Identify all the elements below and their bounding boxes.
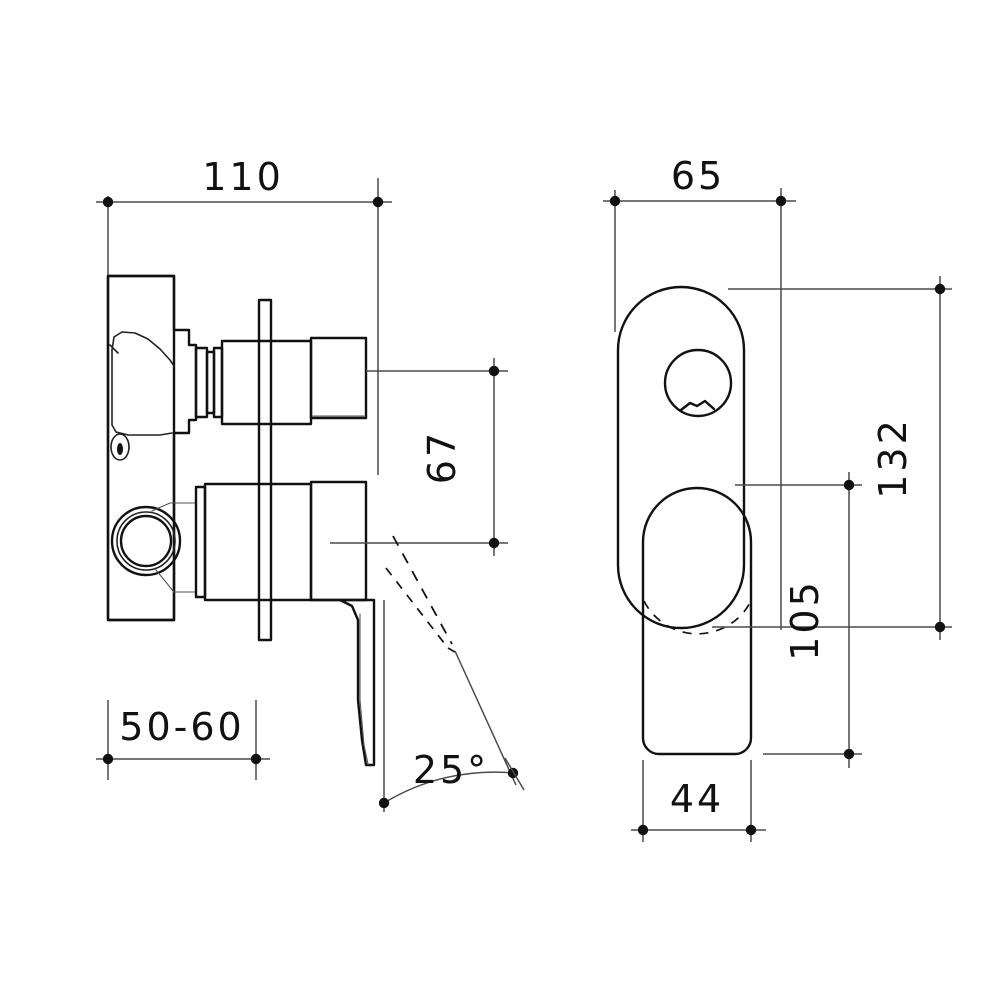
body-port-oval [110,433,130,461]
dim-dot-top-105 [843,479,855,491]
lever-hub-collar [194,485,207,599]
angle-tick-inclined [504,757,525,791]
dim-dot-right-44 [745,824,757,836]
dimension-depth-67: 67 [330,358,508,556]
dim-dot-left-44 [637,824,649,836]
dim-label-25deg: 25° [413,748,489,792]
body-silhouette [106,274,198,622]
angle-arc-25 [383,771,514,804]
dimension-plate-height-132: 132 [871,276,946,640]
lever-front-outline [641,486,753,756]
lever-hub-cap [309,480,368,602]
body-port-hole [117,443,123,455]
body-relief-lower [111,349,173,436]
dim-dot-top-132 [934,283,946,295]
wall-flange [257,298,273,642]
plate-bottom-hidden-arc [643,600,752,635]
dim-dot-right-5060 [250,753,262,765]
dim-label-132: 132 [871,417,915,499]
angle-leg-inclined [454,650,517,786]
dim-label-105: 105 [783,579,827,661]
knob-barrel [220,339,313,426]
dimension-wall-50-60: 50-60 [96,700,270,780]
diverter-leader-lower [155,569,197,593]
dimension-width-110: 110 [96,155,392,475]
lever-arm [309,598,376,767]
dim-label-65: 65 [671,154,725,198]
knob-cap [309,336,368,420]
dim-dot-right-65 [775,195,787,207]
ghost-lever-edge-outer [392,535,453,645]
dim-dot-left-5060 [102,753,114,765]
dim-dot-bottom-132 [934,621,946,633]
side-elevation-view: 110 [96,155,525,812]
body-relief-notch [109,344,119,354]
dim-dot-bottom-105 [843,748,855,760]
angle-dot-vertical [378,797,390,809]
dim-dot-left-110 [102,196,114,208]
dim-label-67: 67 [420,430,464,484]
body-relief-curve [111,331,175,367]
dimension-lever-width-44: 44 [631,760,766,842]
escutcheon-plate-outline [616,285,746,630]
dim-dot-bottom-67 [488,537,500,549]
diverter-button-notch [679,399,716,412]
dim-dot-left-65 [609,195,621,207]
dim-label-110: 110 [202,155,284,199]
lever-arm-inner-edge [359,613,369,765]
dim-dot-top-67 [488,365,500,377]
dim-dot-right-110 [372,196,384,208]
dim-label-5060: 50-60 [119,705,244,749]
diverter-ring-inner [119,514,173,568]
ghost-lever-tip [447,647,456,653]
spindle-collar-1 [194,346,209,419]
diverter-button-circle [663,348,733,418]
dimension-lever-height-105: 105 [783,472,855,768]
dim-label-44: 44 [670,777,724,821]
dimension-angle-25: 25° [378,535,525,812]
diverter-leader-upper [151,502,197,512]
dimension-plate-width-65: 65 [603,154,796,630]
diverter-ring-mid [116,511,176,571]
front-elevation-view: 65 132 [603,154,952,842]
diverter-ring-outer [110,505,182,577]
